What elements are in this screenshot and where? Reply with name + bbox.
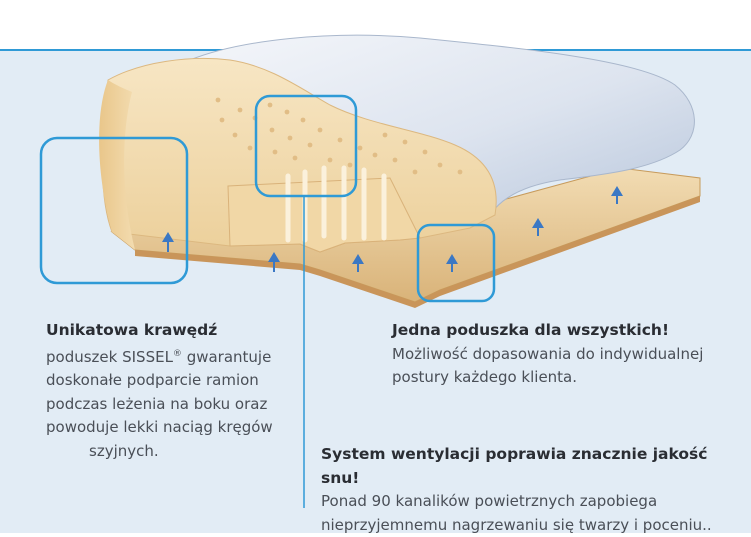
edge-line-2: doskonałe podparcie ramion: [46, 369, 291, 393]
heading-ventilation: System wentylacji poprawia znacznie jako…: [321, 443, 741, 490]
edge-line-1: poduszek SISSEL® gwarantuje: [46, 343, 291, 370]
heading-one-pillow: Jedna poduszka dla wszystkich!: [392, 319, 737, 343]
one-pillow-line-2: postury każdego klienta.: [392, 366, 737, 390]
text-block-one-pillow: Jedna poduszka dla wszystkich! Możliwość…: [392, 319, 737, 390]
text-block-edge: Unikatowa krawędź poduszek SISSEL® gwara…: [46, 319, 291, 463]
edge-line-5: szyjnych.: [46, 440, 291, 464]
heading-edge: Unikatowa krawędź: [46, 319, 291, 343]
one-pillow-line-1: Możliwość dopasowania do indywidualnej: [392, 343, 737, 367]
edge-line-3: podczas leżenia na boku oraz: [46, 393, 291, 417]
text-block-ventilation: System wentylacji poprawia znacznie jako…: [321, 443, 741, 537]
registered-mark: ®: [173, 349, 182, 359]
edge-line-4: powoduje lekki naciąg kręgów: [46, 416, 291, 440]
ventilation-line-2: nieprzyjemnemu nagrzewaniu się twarzy i …: [321, 514, 741, 537]
ventilation-line-1: Ponad 90 kanalików powietrznych zapobieg…: [321, 490, 741, 514]
